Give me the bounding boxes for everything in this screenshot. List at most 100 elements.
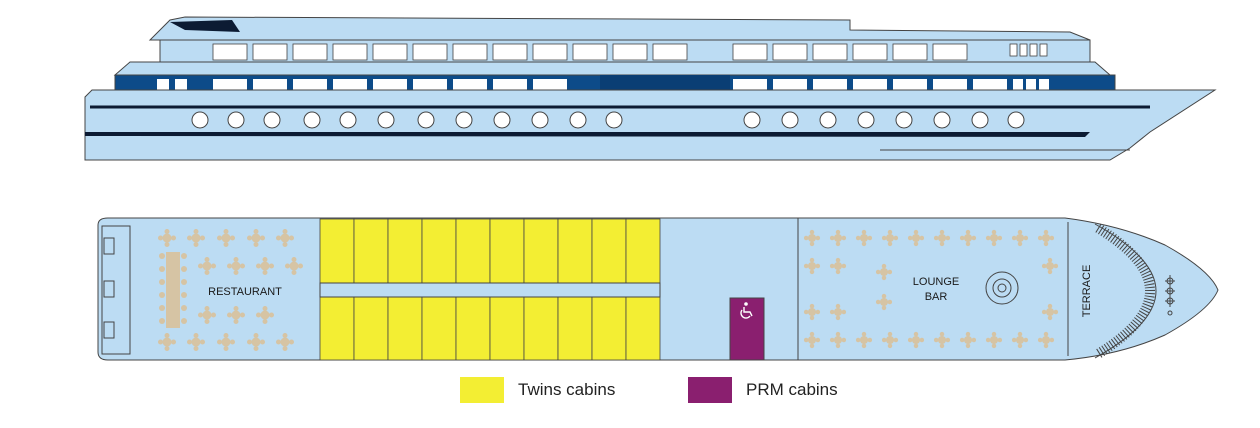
twin-cabin (591, 296, 627, 361)
legend-twins-swatch (460, 377, 504, 403)
table-top (833, 335, 843, 345)
chair (256, 312, 261, 318)
chair (1053, 309, 1059, 315)
chair (803, 309, 809, 315)
twin-cabin (353, 218, 389, 284)
table-with-chairs (855, 331, 873, 349)
table-top (251, 337, 261, 347)
porthole (531, 111, 549, 129)
chair (164, 229, 170, 234)
terrace-label: TERRACE (1081, 265, 1093, 318)
lounge-label-1: LOUNGE (913, 276, 959, 288)
table-top (162, 337, 172, 347)
table-top (989, 335, 999, 345)
table-with-chairs (1041, 303, 1059, 321)
chair (919, 337, 925, 343)
chair (887, 343, 893, 349)
chair (1041, 309, 1047, 315)
chair (159, 318, 165, 324)
table-with-chairs (276, 229, 294, 247)
chair (887, 229, 893, 235)
table-with-chairs (1037, 331, 1055, 349)
table-top (1041, 335, 1051, 345)
table-top (289, 261, 299, 271)
wheelchair-icon (740, 302, 753, 319)
chair (233, 319, 239, 324)
chair (227, 263, 232, 269)
chair (204, 319, 210, 324)
chair (276, 339, 281, 345)
table-with-chairs (217, 229, 235, 247)
chair (276, 235, 281, 241)
chair (887, 241, 893, 247)
table-top (989, 233, 999, 243)
chair (158, 235, 163, 241)
chair (861, 241, 867, 247)
table-top (1015, 233, 1025, 243)
chair (253, 346, 259, 351)
twin-cabin (557, 218, 593, 284)
table-top (807, 307, 817, 317)
chair (223, 346, 229, 351)
table-with-chairs (933, 331, 951, 349)
twin-cabin (557, 296, 593, 361)
main-window-small (1026, 79, 1036, 93)
table-with-chairs (959, 331, 977, 349)
upper-deck-roof (113, 61, 1112, 76)
chair (262, 270, 268, 275)
twin-cabin (319, 218, 355, 284)
chair (233, 257, 239, 262)
table-with-chairs (933, 229, 951, 247)
chair (159, 279, 165, 285)
chair (881, 275, 887, 281)
sundeck-rail (170, 20, 240, 32)
table-top (221, 337, 231, 347)
chair (187, 339, 192, 345)
upper-window (372, 43, 408, 61)
table-with-chairs (1041, 257, 1059, 275)
chair (204, 257, 210, 262)
table-top (191, 233, 201, 243)
upper-deck-windows (212, 43, 1048, 61)
chair (181, 292, 187, 298)
main-window-small (1039, 79, 1049, 93)
chair (959, 235, 965, 241)
chair (285, 263, 290, 269)
chair (260, 339, 265, 345)
chair (971, 235, 977, 241)
porthole (605, 111, 623, 129)
chair (887, 331, 893, 337)
chair (829, 309, 835, 315)
chair (230, 339, 235, 345)
porthole (263, 111, 281, 129)
chair (1043, 229, 1049, 235)
chair (1023, 235, 1029, 241)
table-with-chairs (256, 257, 274, 275)
chair (240, 263, 245, 269)
table-top (807, 261, 817, 271)
chair (1017, 229, 1023, 235)
chair (158, 339, 163, 345)
chair (1047, 269, 1053, 275)
twin-cabin (421, 218, 457, 284)
chair (181, 318, 187, 324)
lounge-tables (803, 229, 1059, 349)
porthole (339, 111, 357, 129)
chair (919, 235, 925, 241)
table-top (231, 310, 241, 320)
legend-twins-label: Twins cabins (518, 380, 616, 399)
twin-cabin (625, 218, 661, 284)
chair (262, 319, 268, 324)
chair (835, 229, 841, 235)
chair (991, 343, 997, 349)
table-with-chairs (247, 229, 265, 247)
porthole (781, 111, 799, 129)
bow-steps (1095, 223, 1156, 359)
table-with-chairs (1011, 229, 1029, 247)
chair (204, 270, 210, 275)
chair (253, 333, 259, 338)
porthole (971, 111, 989, 129)
chair (1037, 337, 1043, 343)
table-top (231, 261, 241, 271)
table-top (202, 261, 212, 271)
